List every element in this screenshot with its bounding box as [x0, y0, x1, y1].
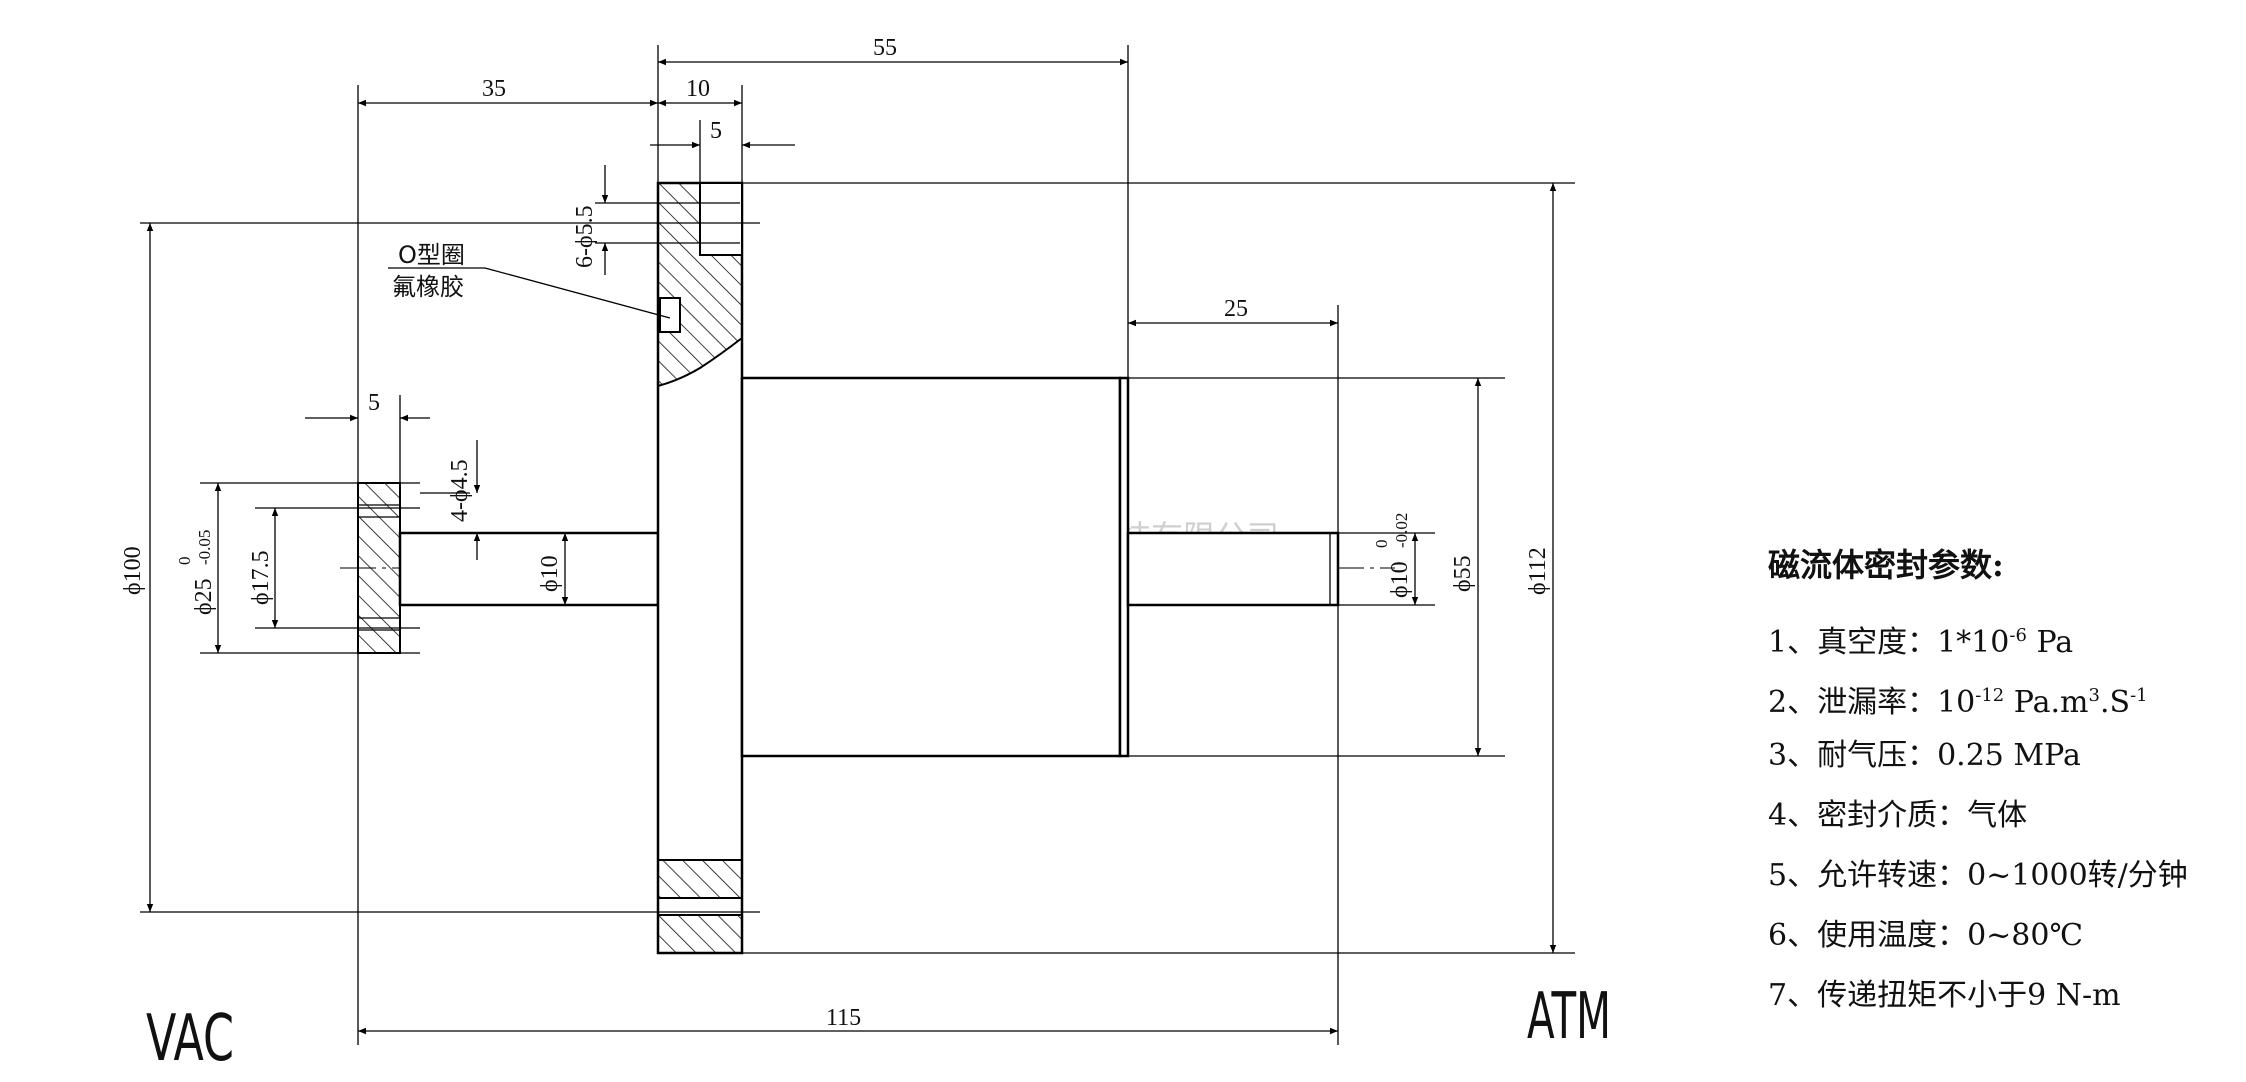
dim-5-top: 5 [710, 118, 722, 144]
main-flange [656, 181, 744, 955]
dim-phi10: ϕ10 [537, 555, 563, 592]
param-item-1: 1、真空度：1*10-6 Pa [1768, 625, 2074, 660]
param-item-5: 5、允许转速：0~1000转/分钟 [1768, 858, 2188, 893]
dim-phi25-tol-lower: -0.05 [195, 530, 214, 565]
dim-phi10-right-tol-lower: -0.02 [1392, 513, 1411, 548]
dimension-lines [146, 58, 1557, 1035]
param-item-7: 7、传递扭矩不小于9 N-m [1768, 978, 2121, 1013]
dim-5-left: 5 [368, 390, 380, 416]
dim-phi25-tol-upper: 0 [175, 557, 194, 566]
dim-phi10-right: ϕ10 [1387, 561, 1413, 598]
seal-parameters-panel: 磁流体密封参数: 1、真空度：1*10-6 Pa 2、泄漏率：10-12 Pa.… [1768, 540, 2238, 1026]
dim-phi17-5: ϕ17.5 [248, 550, 274, 605]
dim-phi10-right-tol-upper: 0 [1372, 540, 1391, 549]
label-atm: ATM [1527, 980, 1611, 1054]
label-vac: VAC [146, 1002, 234, 1076]
dim-phi112: ϕ112 [1525, 547, 1551, 595]
left-small-flange [357, 482, 401, 654]
param-item-6: 6、使用温度：0~80℃ [1768, 918, 2084, 953]
params-title: 磁流体密封参数: [1768, 546, 2004, 584]
dim-10: 10 [686, 76, 710, 102]
dim-35: 35 [482, 76, 506, 102]
dim-25: 25 [1224, 296, 1248, 322]
param-item-3: 3、耐气压：0.25 MPa [1768, 738, 2081, 773]
param-item-2: 2、泄漏率：10-12 Pa.m3.S-1 [1768, 685, 2148, 720]
dim-holes-left: 4-ϕ4.5 [447, 459, 473, 522]
dim-phi100: ϕ100 [120, 546, 146, 595]
main-body [740, 376, 1122, 758]
param-item-4: 4、密封介质：气体 [1768, 798, 2028, 833]
dim-phi25: ϕ25 [191, 578, 217, 615]
dim-55: 55 [873, 35, 897, 61]
extension-lines [140, 45, 1575, 1045]
callout-material: 氟橡胶 [392, 273, 464, 301]
dim-phi55: ϕ55 [1450, 555, 1476, 592]
left-shaft [398, 531, 660, 607]
dim-115: 115 [826, 1005, 861, 1031]
callout-oring: O型圈 [398, 241, 465, 269]
right-shaft [1126, 531, 1340, 607]
dim-holes-top: 6-ϕ5.5 [572, 205, 598, 268]
